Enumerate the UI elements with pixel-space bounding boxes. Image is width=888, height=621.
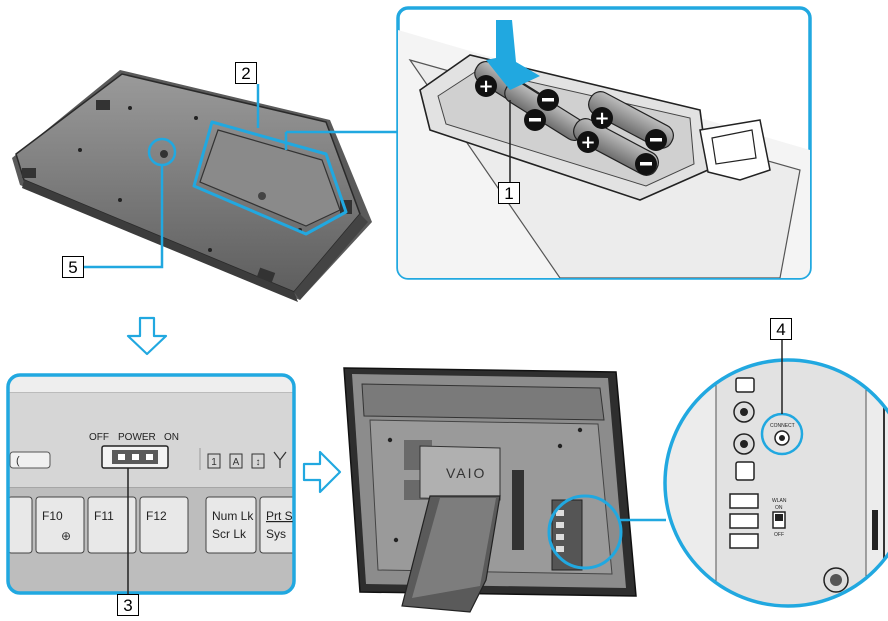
key-prt-label: Prt S [266, 509, 293, 523]
computer-back [343, 367, 666, 613]
key-f10-label: F10 [42, 509, 63, 523]
key-numlk-label: Num Lk [212, 509, 254, 523]
down-arrow [126, 316, 168, 356]
key-scrlk-label: Scr Lk [212, 527, 247, 541]
wlan-on-label: ON [775, 505, 783, 511]
svg-text:A: A [233, 457, 240, 468]
port-detail-circle [663, 338, 888, 608]
wlan-label: WLAN [772, 498, 787, 504]
key-sys-label: Sys [266, 527, 286, 541]
polarity-symbols: + + + [475, 75, 667, 175]
svg-text:+: + [594, 108, 609, 129]
connect-label: CONNECT [770, 423, 795, 429]
svg-text:⊕: ⊕ [61, 529, 71, 543]
switch-label-off: OFF [89, 432, 109, 443]
switch-label-power: POWER [118, 432, 156, 443]
right-arrow [302, 450, 342, 494]
battery-detail-panel: + + + [396, 6, 812, 280]
key-f11-label: F11 [94, 509, 114, 523]
leader-lines-keyboard [84, 84, 398, 269]
keyboard-panel-labels: OFF POWER ON F10 F11 F12 Num Lk Scr Lk P… [42, 432, 293, 541]
insert-arrow [486, 20, 540, 90]
svg-text:+: + [478, 76, 493, 97]
callout-3: 3 [117, 594, 139, 616]
callout-4: 4 [770, 318, 792, 340]
callout-2: 2 [235, 62, 257, 84]
key-f12-label: F12 [146, 509, 167, 523]
switch-label-on: ON [164, 432, 179, 443]
callout-5: 5 [62, 256, 84, 278]
callout-1: 1 [498, 182, 520, 204]
vaio-logo: VAIO [446, 465, 486, 481]
keyboard-underside [12, 70, 372, 302]
svg-text:+: + [580, 132, 595, 153]
wlan-off-label: OFF [774, 532, 784, 538]
port-detail-labels: CONNECT WLAN ON OFF [770, 423, 795, 538]
keyboard-top-panel: ( 1 A ↕ ⊕ [6, 373, 296, 596]
svg-text:(: ( [16, 455, 20, 467]
svg-text:↕: ↕ [256, 457, 261, 468]
svg-text:1: 1 [211, 457, 217, 468]
